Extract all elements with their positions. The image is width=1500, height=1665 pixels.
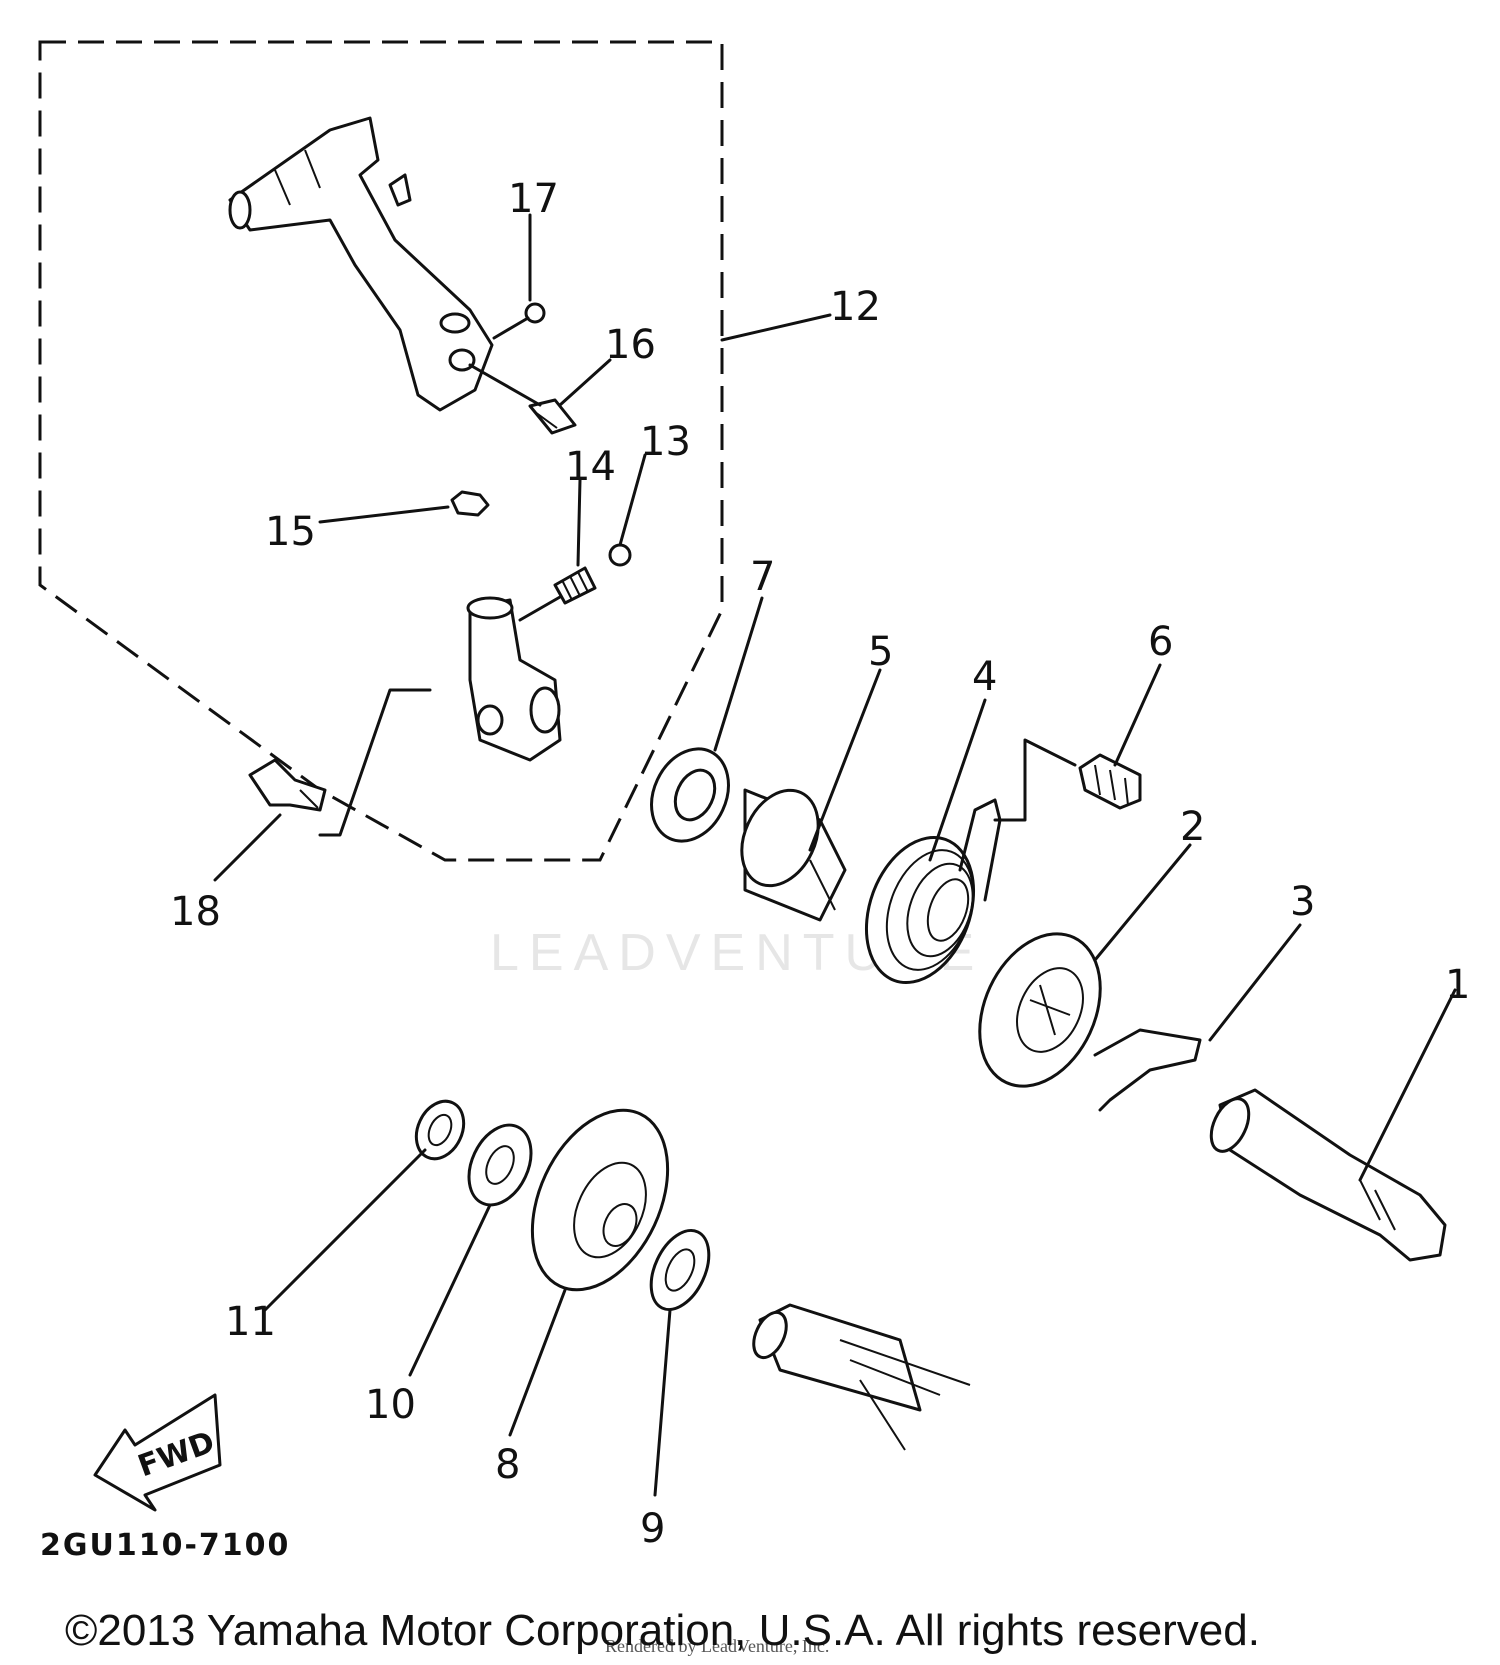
fwd-arrow-icon: FWD	[93, 1393, 222, 1512]
callout-labels: 1 2 3 4 5 6 7 8 9 10 11 12 13 14 15 16 1…	[170, 176, 1470, 1552]
copyright-notice: ©2013 Yamaha Motor Corporation, U.S.A. A…	[65, 1606, 1260, 1655]
callout-17: 17	[508, 176, 559, 222]
callout-10: 10	[365, 1382, 416, 1428]
callout-14: 14	[565, 444, 616, 490]
part-10-washer	[467, 1123, 533, 1207]
callout-16: 16	[605, 322, 656, 368]
part-13-ball	[608, 543, 632, 567]
kick-boss	[466, 596, 562, 762]
callout-2: 2	[1180, 804, 1205, 850]
callout-15: 15	[265, 509, 316, 555]
part-7-seal	[650, 747, 730, 843]
kick-crank-lever	[228, 116, 494, 412]
part-14-spring	[553, 566, 597, 605]
part-3-clip	[1093, 1028, 1202, 1112]
callout-3: 3	[1290, 879, 1315, 925]
callout-13: 13	[640, 419, 691, 465]
callout-18: 18	[170, 889, 221, 935]
part-11-circlip	[414, 1099, 466, 1161]
part-1-kick-axle	[1209, 1088, 1447, 1262]
callout-1: 1	[1445, 962, 1470, 1008]
part-5-collar	[740, 788, 847, 922]
part-15-pin	[450, 490, 490, 517]
callout-8: 8	[495, 1442, 520, 1488]
transmission-shaft	[752, 1303, 971, 1451]
callout-12: 12	[830, 284, 881, 330]
part-16-bolt	[528, 398, 577, 435]
part-code: 2GU110-7100	[40, 1528, 290, 1563]
watermark-small: Rendered by LeadVenture, Inc.	[605, 1636, 829, 1656]
assembly-boundary	[38, 40, 724, 862]
part-6-bolt	[1078, 753, 1142, 810]
callout-4: 4	[972, 654, 997, 700]
part-8-idle-gear	[530, 1108, 670, 1292]
callout-11: 11	[225, 1299, 276, 1345]
callout-9: 9	[640, 1506, 665, 1552]
callout-5: 5	[868, 629, 893, 675]
part-17-ball	[524, 302, 546, 324]
part-2-kick-gear	[978, 932, 1102, 1088]
callout-6: 6	[1148, 619, 1173, 665]
callout-7: 7	[750, 554, 775, 600]
part-18-bolt	[248, 758, 327, 812]
part-4-spring	[864, 798, 1002, 985]
part-9-washer	[649, 1228, 711, 1312]
